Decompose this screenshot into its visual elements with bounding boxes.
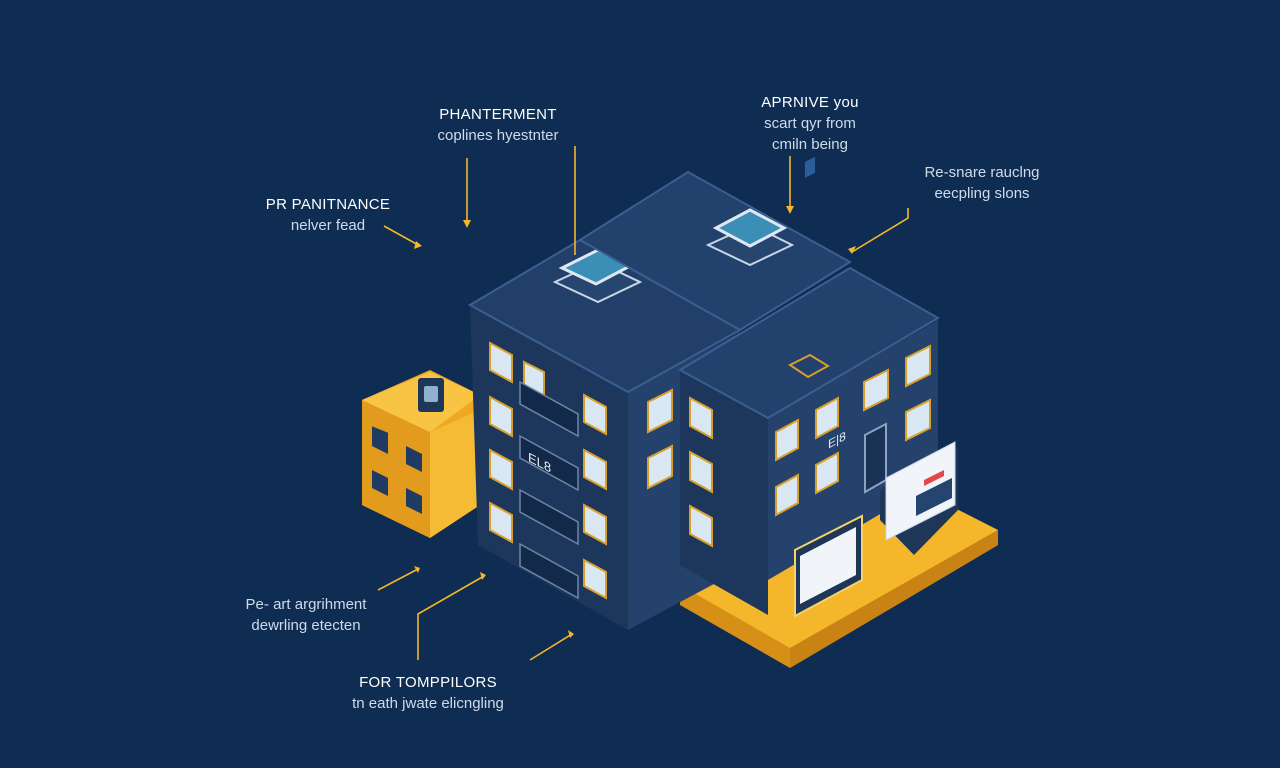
label-line: nelver fead	[290, 217, 366, 234]
info-board-front	[794, 156, 863, 618]
label-line: cmiln being	[772, 136, 848, 153]
label-for-tomppilors: FOR TOMPPILORS tn eath jwate elicngling	[352, 672, 504, 714]
label-line: coplines hyestnter	[437, 127, 559, 144]
arrow-re-snare	[851, 208, 909, 253]
back-block	[578, 170, 852, 332]
label-title: APRNIVE you	[761, 94, 859, 111]
label-aprnive: APRNIVE you scart qyr from cmiln being	[761, 92, 859, 155]
arrow-for-tomppilors	[529, 633, 573, 661]
label-line: eecpling slons	[934, 185, 1030, 202]
label-title: PHANTERMENT	[439, 106, 557, 123]
left-yellow-annex	[362, 370, 480, 538]
info-board-back	[880, 441, 958, 555]
arrow-heads	[414, 206, 856, 638]
label-line: Re-snare rauclng	[924, 164, 1040, 181]
label-line: Pe- art argrihment	[245, 596, 367, 613]
label-pr-panitnance: PR PANITNANCE nelver fead	[266, 194, 390, 236]
label-re-snare: Re-snare rauclng eecpling slons	[924, 162, 1039, 204]
main-tower-left	[467, 238, 743, 630]
arrow-pe-art-2	[417, 575, 485, 660]
arrow-pe-art-1	[377, 568, 419, 591]
label-line: tn eath jwate elicngling	[352, 695, 504, 712]
label-line: scart qyr from	[764, 115, 856, 132]
label-title: PR PANITNANCE	[265, 196, 391, 213]
main-tower-right	[677, 266, 940, 615]
label-title: FOR TOMPPILORS	[359, 674, 497, 691]
label-line: dewrling etecten	[251, 617, 361, 634]
label-phanterment: PHANTERMENT coplines hyestnter	[438, 104, 559, 146]
connector-lines	[377, 146, 909, 661]
label-pe-art: Pe- art argrihment dewrling etecten	[246, 594, 367, 636]
arrow-pr-panitnance	[383, 225, 421, 247]
